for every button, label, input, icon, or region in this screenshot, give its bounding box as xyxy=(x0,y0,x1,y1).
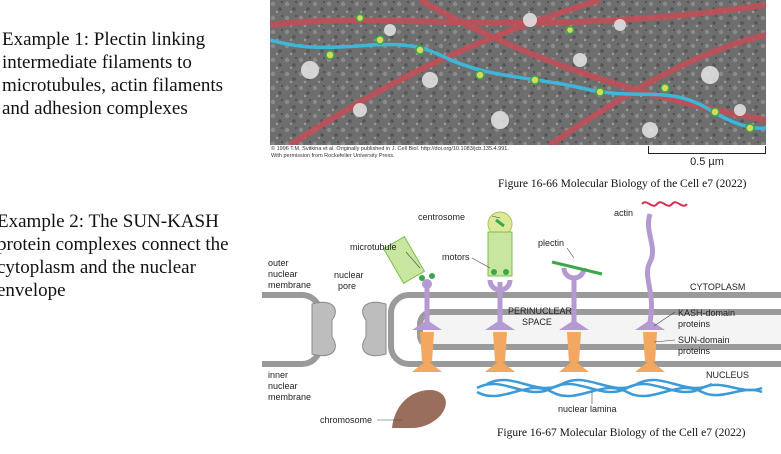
actin-filament xyxy=(642,202,687,205)
nuclear-pore-right xyxy=(363,302,386,355)
label-outer-nuclear-membrane-3: membrane xyxy=(268,280,311,290)
label-perinuclear-space-1: PERINUCLEAR xyxy=(508,306,573,316)
example-2-text: Example 2: The SUN-KASH protein complexe… xyxy=(0,210,259,302)
label-nucleus: NUCLEUS xyxy=(706,370,749,380)
example-1-line: intermediate filaments to xyxy=(2,51,264,74)
sun-kash-diagram: centrosome actin microtubule motors plec… xyxy=(262,192,781,428)
label-chromosome: chromosome xyxy=(320,415,372,425)
label-kash-domain-1: KASH-domain xyxy=(678,308,735,318)
micrograph-permission: With permission from Rockefeller Univers… xyxy=(271,153,394,160)
example-1-text: Example 1: Plectin linking intermediate … xyxy=(2,28,264,120)
micrograph-image xyxy=(270,0,766,145)
scale-bar-line xyxy=(648,146,766,154)
scale-bar-label: 0.5 µm xyxy=(648,156,766,168)
label-inner-nuclear-membrane-3: membrane xyxy=(268,392,311,402)
example-2-line: Example 2: The SUN-KASH xyxy=(0,210,259,233)
label-inner-nuclear-membrane-1: inner xyxy=(268,370,288,380)
label-plectin: plectin xyxy=(538,238,564,248)
label-outer-nuclear-membrane-1: outer xyxy=(268,258,289,268)
label-nuclear-lamina: nuclear lamina xyxy=(558,404,617,414)
label-inner-nuclear-membrane-2: nuclear xyxy=(268,381,298,391)
figure-1-caption: Figure 16-66 Molecular Biology of the Ce… xyxy=(498,178,746,190)
nuclear-lamina xyxy=(477,380,762,396)
label-cytoplasm: CYTOPLASM xyxy=(690,282,745,292)
label-microtubule: microtubule xyxy=(350,242,397,252)
label-kash-domain-2: proteins xyxy=(678,319,711,329)
example-1-line: microtubules, actin filaments xyxy=(2,74,264,97)
label-nuclear-pore-2: pore xyxy=(338,281,356,291)
example-2-line: envelope xyxy=(0,279,259,302)
label-outer-nuclear-membrane-2: nuclear xyxy=(268,269,298,279)
example-1-line: Example 1: Plectin linking xyxy=(2,28,264,51)
label-actin: actin xyxy=(614,208,633,218)
label-motors: motors xyxy=(442,252,470,262)
figure-2-caption: Figure 16-67 Molecular Biology of the Ce… xyxy=(497,427,745,439)
scale-bar: 0.5 µm xyxy=(648,146,766,174)
label-perinuclear-space-2: SPACE xyxy=(522,317,552,327)
example-2-line: cytoplasm and the nuclear xyxy=(0,256,259,279)
chromosome-shape xyxy=(392,390,446,428)
label-sun-domain-2: proteins xyxy=(678,346,711,356)
nuclear-pore-left xyxy=(312,302,335,355)
label-sun-domain-1: SUN-domain xyxy=(678,335,730,345)
example-1-line: and adhesion complexes xyxy=(2,97,264,120)
label-centrosome: centrosome xyxy=(418,212,465,222)
micrograph-credit: © 1996 T.M. Svitkina et al. Originally p… xyxy=(271,146,509,153)
example-2-line: protein complexes connect the xyxy=(0,233,259,256)
label-nuclear-pore-1: nuclear xyxy=(334,270,364,280)
centrosome xyxy=(488,212,512,276)
